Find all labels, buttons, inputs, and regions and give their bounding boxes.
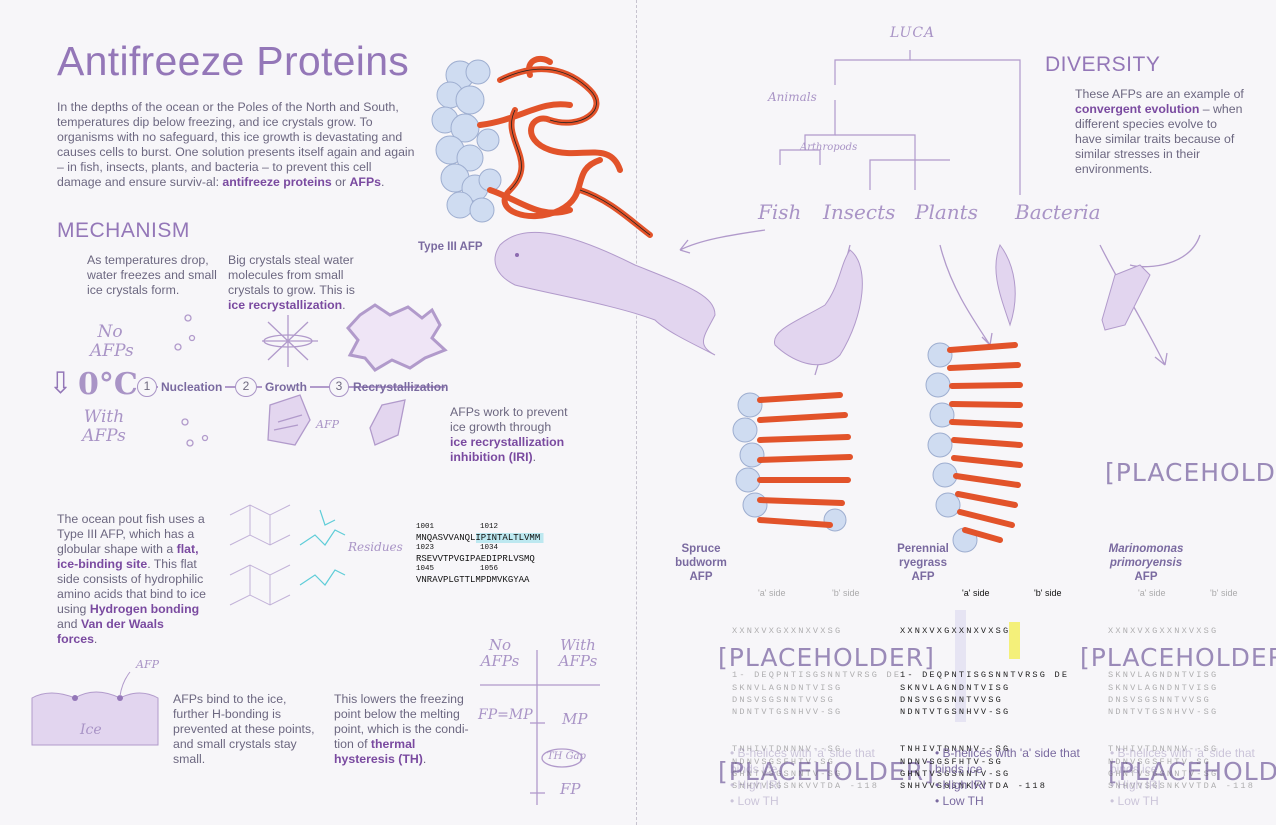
tree-animals: Animals (768, 90, 817, 104)
spruce-budworm-structure (732, 392, 853, 532)
step2-text: Big crystals steal water molecules from … (228, 253, 355, 312)
th-fp: FP (560, 780, 581, 798)
ice-label: Ice (80, 722, 102, 738)
hydrogen-bond-diagram (229, 504, 346, 606)
tree-plants: Plants (915, 200, 978, 224)
align2-b-side: 'b' side (1034, 588, 1062, 598)
mechanism-heading: MECHANISM (57, 219, 190, 242)
step-2-circle: 2 (235, 377, 257, 397)
no-afps-label: No AFPs (90, 322, 134, 361)
tree-fish: Fish (758, 200, 802, 224)
lower-text: This lowers the freezing point below the… (334, 692, 469, 766)
with-afps-label: With AFPs (82, 407, 126, 446)
placeholder-marinomonas-bullets: [PLACEHOLDER] (1108, 757, 1276, 786)
diversity-heading: DIVERSITY (1045, 53, 1161, 76)
page-title: Antifreeze Proteins (57, 38, 410, 84)
step-growth: Growth (262, 380, 310, 394)
align1-a-side: 'a' side (758, 588, 786, 598)
tree-bacteria: Bacteria (1015, 200, 1101, 224)
bullets-marinomonas: • B-helices with 'a' side that binds ice… (1110, 746, 1255, 808)
temperature-label: 0°C (78, 367, 138, 402)
crystal-growth-diagram (174, 303, 448, 447)
step-1-circle: 1 (137, 377, 157, 397)
afp-arrow-label: AFP (316, 418, 339, 431)
perennial-ryegrass-structure (925, 342, 1023, 553)
align1-b-side: 'b' side (832, 588, 860, 598)
step-recrystallization: Recrystallization (353, 380, 449, 394)
th-no-afps: No AFPs (480, 636, 520, 670)
phylogenetic-tree (779, 50, 1021, 195)
align3-b-side: 'b' side (1210, 588, 1238, 598)
placeholder-bacteria-image: [PLACEHOLDER] (1105, 458, 1276, 487)
ice-afp-label: AFP (136, 658, 159, 671)
align2-column-shade (955, 610, 966, 722)
iri-text: AFPs work to prevent ice growth through … (450, 405, 568, 464)
placeholder-spruce-align: [PLACEHOLDER] (718, 643, 935, 672)
step1-text: As temperatures drop, water freezes and … (87, 253, 217, 297)
align2-highlight (1009, 622, 1020, 659)
pout-text: The ocean pout fish uses a Type III AFP,… (57, 512, 207, 646)
type-iii-label: Type III AFP (418, 241, 483, 253)
th-fpmp: FP=MP (478, 707, 533, 723)
intro-paragraph: In the depths of the ocean or the Poles … (57, 100, 415, 189)
bind-text: AFPs bind to the ice, further H-bonding … (173, 692, 315, 766)
placeholder-spruce-bullets: [PLACEHOLDER] (718, 757, 935, 786)
ice-block (31, 671, 159, 746)
diversity-text: These AFPs are an example of convergent … (1075, 87, 1244, 176)
th-with-afps: With AFPs (558, 636, 598, 670)
tree-insects: Insects (823, 200, 896, 224)
temp-arrow-icon: ⇩ (48, 366, 74, 401)
placeholder-marinomonas-align: [PLACEHOLDER] (1080, 643, 1276, 672)
page-fold (636, 0, 637, 825)
bullets-spruce: • B-helices with 'a' side that binds ice… (730, 746, 875, 808)
align2-a-side: 'a' side (962, 588, 990, 598)
th-diagram-lines (480, 650, 600, 805)
step-nucleation: Nucleation (158, 380, 226, 394)
diversity-arrows (679, 229, 1201, 376)
th-gap: TH Gap (547, 751, 586, 762)
fish-sketch (494, 231, 716, 356)
tree-arthropods: Arthropods (800, 142, 858, 153)
bullets-ryegrass: • B-helices with 'a' side that binds ice… (935, 746, 1080, 808)
align3-a-side: 'a' side (1138, 588, 1166, 598)
residues-label: Residues (348, 540, 403, 554)
th-mp: MP (562, 710, 588, 728)
step-3-circle: 3 (329, 377, 349, 397)
type-iii-afp-structure (431, 55, 653, 238)
tree-luca: LUCA (890, 25, 936, 41)
